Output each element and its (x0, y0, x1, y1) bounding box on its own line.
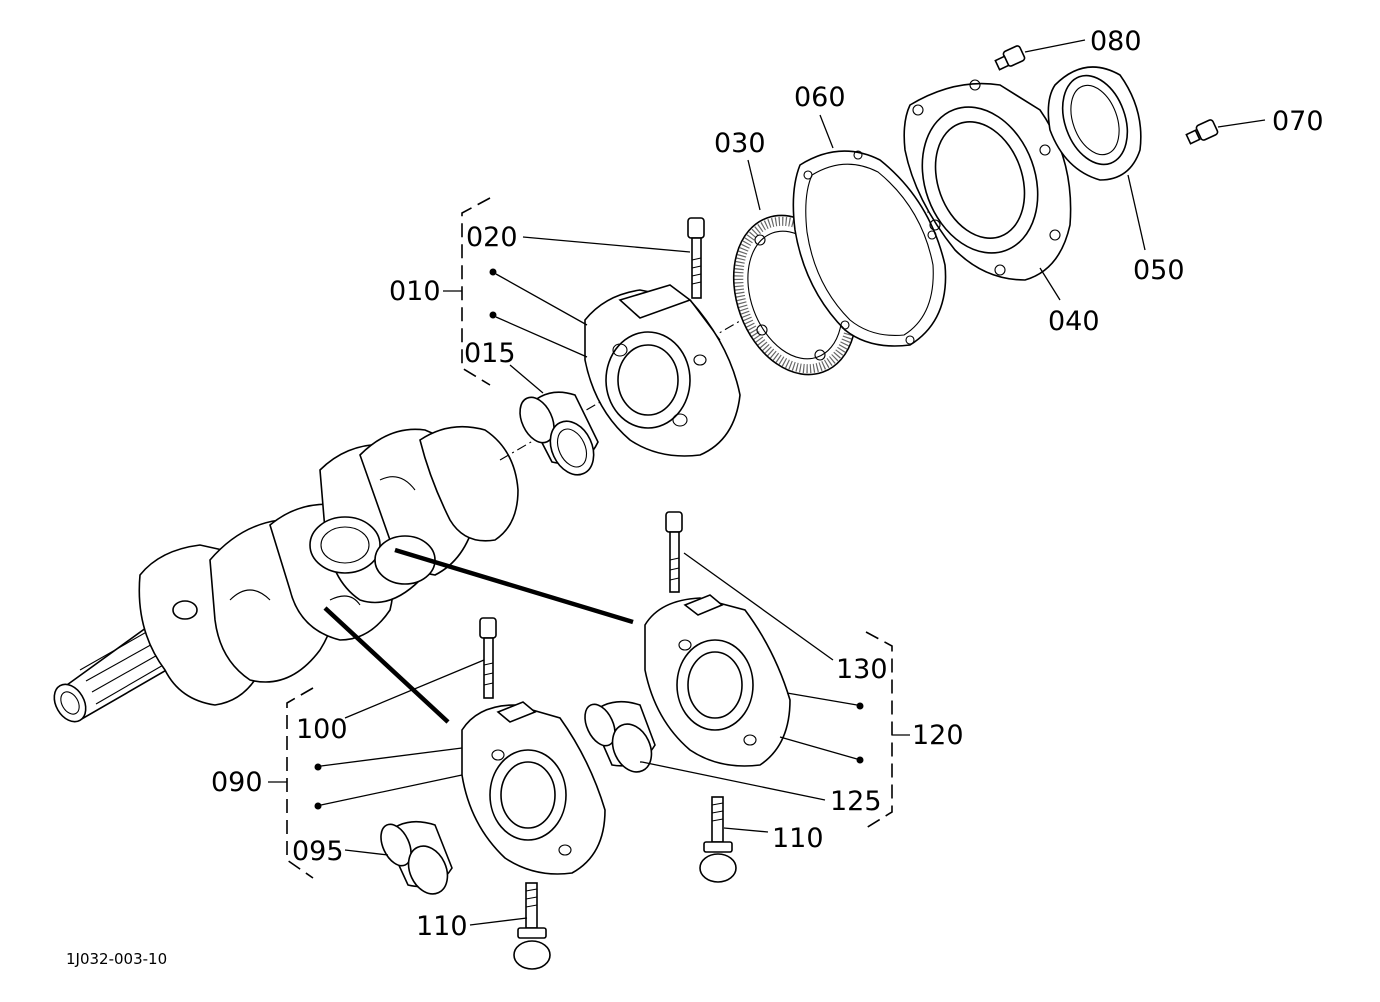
part-020-bolt (687, 217, 705, 299)
label-120: 120 (912, 720, 964, 751)
part-095-bearing (380, 820, 453, 895)
label-050: 050 (1133, 255, 1185, 286)
part-125-bearing (584, 700, 656, 773)
part-040-oil-seal-case (903, 79, 1072, 281)
label-010: 010 (389, 276, 441, 307)
part-110-bolt-right (699, 796, 737, 883)
label-070: 070 (1272, 106, 1324, 137)
label-110-bottom: 110 (416, 911, 468, 942)
part-060-gasket (792, 150, 947, 347)
bracket-120 (865, 631, 893, 829)
crankshaft (53, 425, 519, 723)
label-030: 030 (714, 128, 766, 159)
assembly-line-lower (323, 606, 450, 724)
diagram-reference-code: 1J032-003-10 (66, 950, 167, 968)
label-060: 060 (794, 82, 846, 113)
part-100-bolt (479, 617, 497, 699)
label-080: 080 (1090, 26, 1142, 57)
label-125: 125 (830, 786, 882, 817)
part-010-bearing-case (584, 284, 741, 457)
label-130: 130 (836, 654, 888, 685)
part-070-plug (1185, 119, 1219, 145)
label-040: 040 (1048, 306, 1100, 337)
part-130-bolt (665, 511, 683, 593)
label-095: 095 (292, 836, 344, 867)
assembly-line-upper (394, 547, 634, 625)
label-015: 015 (464, 338, 516, 369)
label-110-right: 110 (772, 823, 824, 854)
part-120-bearing-case (644, 594, 791, 767)
label-090: 090 (211, 767, 263, 798)
label-020: 020 (466, 222, 518, 253)
part-110-bolt-bottom (513, 882, 551, 970)
part-090-bearing-case (461, 701, 606, 875)
part-080-plug (994, 45, 1026, 71)
part-015-bearing (519, 391, 599, 476)
label-100: 100 (296, 714, 348, 745)
part-050-oil-seal (1047, 66, 1142, 181)
